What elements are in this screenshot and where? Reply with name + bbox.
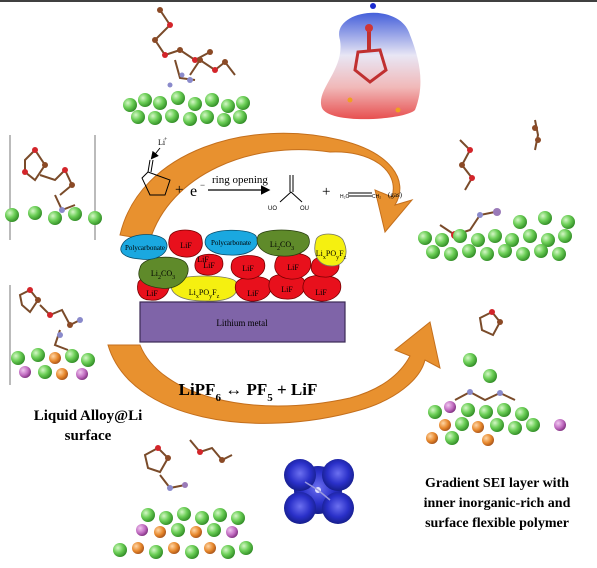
right-middle-cluster: [454, 310, 516, 402]
gas-label: (gas): [388, 191, 403, 199]
plus-sign-2: +: [322, 184, 330, 200]
left-middle-cluster: [18, 288, 81, 351]
sei-lif-blob: [230, 255, 266, 280]
svg-text:−: −: [200, 180, 205, 190]
right-top-li-atoms: [418, 211, 575, 261]
decomposition-equation: LiPF6 ↔ PF5 + LiF: [179, 380, 318, 404]
top-molecular-cluster: [153, 9, 236, 81]
product-carbonate: [279, 175, 303, 203]
sei-middle-4: LiF: [287, 263, 299, 272]
sei-top-0: Polycarbonate: [125, 244, 165, 252]
electron-label: e: [190, 183, 197, 200]
sei-lif-blob: [168, 229, 203, 258]
reactant-molecule: [141, 147, 171, 196]
sei-lixpoyfz-blob: [314, 233, 347, 267]
plus-sign-1: +: [175, 182, 183, 198]
ring-opening-label: ring opening: [212, 174, 268, 186]
uo-label: UO: [268, 206, 277, 212]
sei-polycarbonate-blob: [120, 234, 168, 260]
sei-top-1: LiF: [180, 241, 192, 250]
sei-polycarbonate-blob: [204, 229, 258, 256]
svg-text:CH₂: CH₂: [372, 194, 381, 200]
electrostatic-potential-map: [320, 3, 421, 120]
sei-top-2: Polycarbonate: [211, 239, 251, 247]
right-label-line1: Gradient SEI layer with: [425, 476, 569, 491]
sei-bottom-1: LixPOyFz: [189, 288, 220, 300]
sei-bottom-2: LiF: [247, 289, 259, 298]
right-middle-atoms: [426, 353, 566, 446]
sei-top-3: Li2CO3: [270, 240, 294, 252]
bottom-atoms: [113, 507, 253, 559]
sei-middle-1: Li2CO3: [151, 269, 175, 281]
svg-text:+: +: [164, 137, 168, 143]
right-label-line3: surface flexible polymer: [425, 516, 569, 531]
left-top-cluster: [24, 148, 76, 212]
top-li-atoms: [123, 91, 250, 127]
sei-li2co3-blob: [256, 229, 310, 257]
svg-text:H₂C: H₂C: [340, 194, 350, 200]
sei-bottom-3: LiF: [281, 285, 293, 294]
ou-label: OU: [300, 206, 309, 212]
lithium-metal-label: Lithium metal: [216, 318, 268, 328]
li-plus-label: Li: [158, 138, 166, 147]
ethylene-product: [348, 192, 372, 197]
sei-li2co3-blob: [138, 256, 189, 289]
blue-potential-map: [284, 459, 354, 524]
sei-middle-3: LiF: [242, 264, 254, 273]
lower-cycle-arrow: [107, 321, 441, 424]
right-label-line2: inner inorganic-rich and: [424, 496, 571, 511]
sei-lif-blob: [194, 253, 224, 276]
left-label-line2: surface: [65, 428, 112, 444]
sei-lixpoyfz-blob: [170, 275, 238, 302]
sei-middle-0: LiF: [197, 255, 209, 264]
left-middle-atoms: [11, 348, 95, 380]
sei-middle-2: LiF: [203, 261, 215, 270]
sei-bottom-0: LiF: [146, 289, 158, 298]
sei-bottom-4: LiF: [315, 288, 327, 297]
sei-top-4: LixPOyFz: [316, 249, 347, 261]
lithium-metal-slab: [139, 301, 346, 343]
left-label-line1: Liquid Alloy@Li: [34, 408, 143, 424]
upper-cycle-arrow: [119, 132, 414, 241]
